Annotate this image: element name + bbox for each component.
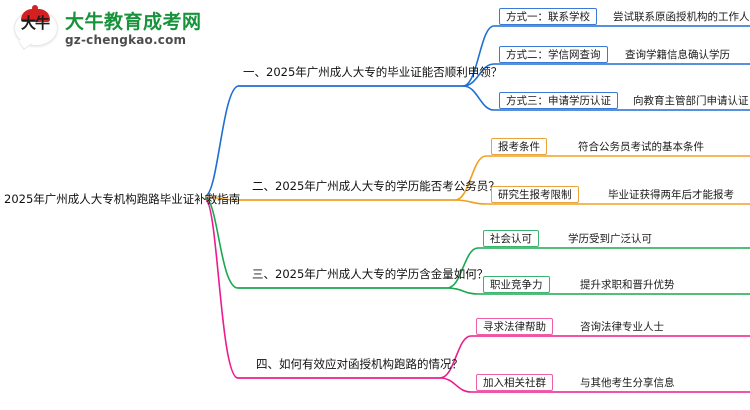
logo-text-block: 大牛教育成考网 gz-chengkao.com — [65, 10, 202, 47]
logo-mark-icon: 大牛 — [14, 5, 58, 50]
branch-topic-3[interactable]: 三、2025年广州成人大专的学历含金量如何？ — [252, 267, 489, 281]
leaf-note-4-2: 与其他考生分享信息 — [580, 377, 675, 389]
leaf-label-1-1[interactable]: 方式一：联系学校 — [499, 8, 597, 25]
leaf-label-1-2[interactable]: 方式二：学信网查询 — [499, 46, 608, 63]
leaf-label-2-1[interactable]: 报考条件 — [491, 138, 547, 155]
topic-underlines — [238, 85, 463, 379]
branch-topic-2[interactable]: 二、2025年广州成人大专的学历能否考公务员？ — [252, 179, 500, 193]
branch-topic-1[interactable]: 一、2025年广州成人大专的毕业证能否顺利申领？ — [243, 65, 503, 79]
leaf-label-1-3[interactable]: 方式三：申请学历认证 — [499, 92, 618, 109]
logo-mark-char: 大牛 — [20, 14, 50, 32]
leaf-note-1-2: 查询学籍信息确认学历 — [625, 49, 730, 61]
graduation-cap-shape — [21, 5, 50, 22]
leaf-note-2-2: 毕业证获得两年后才能报考 — [608, 189, 734, 201]
leaf-note-1-1: 尝试联系原函授机构的工作人员 — [613, 11, 750, 23]
mindmap-root-node[interactable]: 2025年广州成人大专机构跑路毕业证补救指南 — [4, 192, 241, 206]
branch-topic-4[interactable]: 四、如何有效应对函授机构跑路的情况？ — [256, 357, 463, 371]
leaf-note-2-1: 符合公务员考试的基本条件 — [578, 141, 704, 153]
logo-subtitle: gz-chengkao.com — [65, 32, 187, 47]
leaf-note-3-1: 学历受到广泛认可 — [568, 233, 652, 245]
site-logo: 大牛 大牛教育成考网 gz-chengkao.com — [14, 5, 202, 50]
leaf-label-4-2[interactable]: 加入相关社群 — [476, 374, 553, 391]
leaf-underlines — [471, 25, 750, 393]
leaf-label-2-2[interactable]: 研究生报考限制 — [491, 186, 579, 203]
leaf-note-3-2: 提升求职和晋升优势 — [580, 279, 675, 291]
branch-connectors-1 — [204, 25, 495, 197]
leaf-label-3-1[interactable]: 社会认可 — [483, 230, 539, 247]
logo-title: 大牛教育成考网 — [65, 10, 202, 33]
leaf-label-3-2[interactable]: 职业竞争力 — [483, 276, 550, 293]
leaf-note-4-1: 咨询法律专业人士 — [580, 321, 664, 333]
leaf-note-1-3: 向教育主管部门申请认证 — [633, 95, 749, 107]
leaf-label-4-1[interactable]: 寻求法律帮助 — [476, 318, 553, 335]
